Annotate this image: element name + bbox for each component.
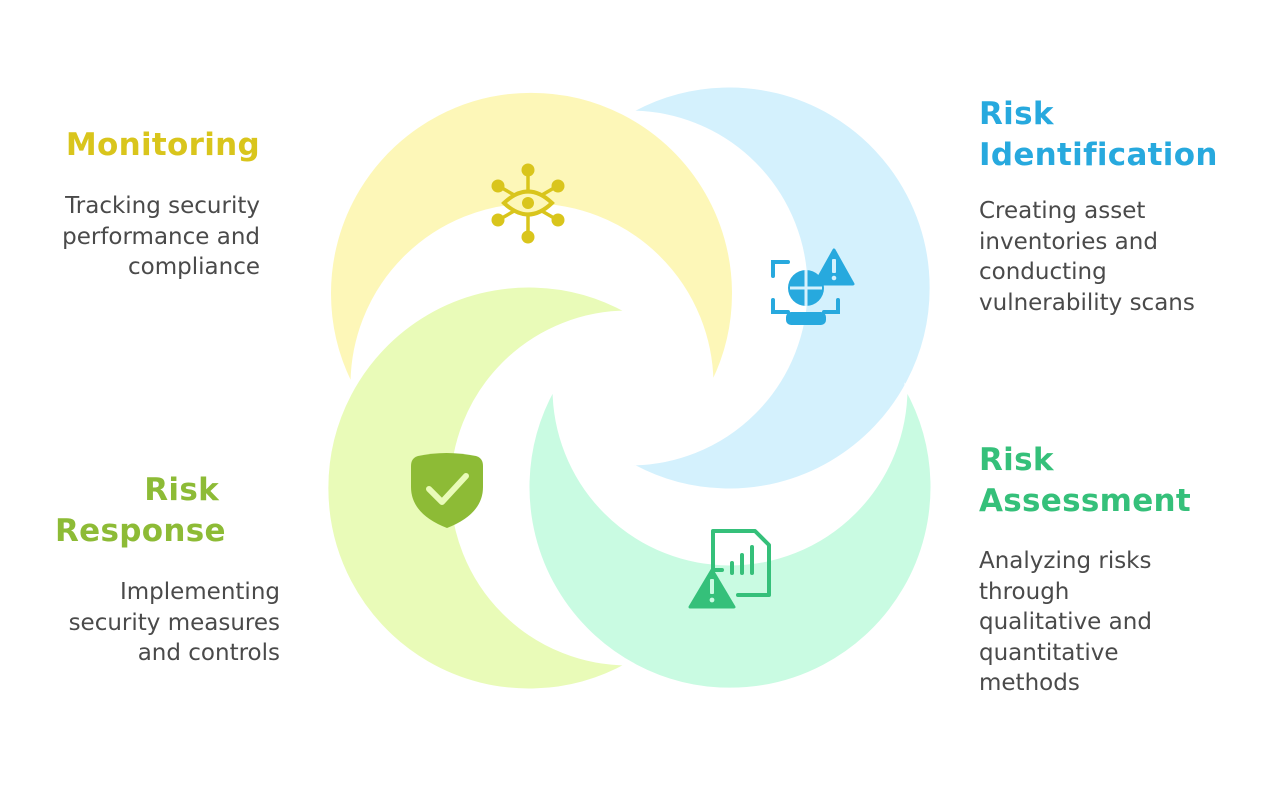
identification-block: Risk Identification: [979, 94, 1218, 176]
assessment-block: Risk Assessment: [979, 440, 1191, 522]
monitoring-block: Monitoring: [66, 125, 260, 166]
response-block: Risk: [144, 470, 219, 511]
eye-network-icon: [491, 163, 565, 244]
identification-title: Risk Identification: [979, 96, 1218, 173]
report-warning-icon: [688, 529, 771, 609]
assessment-title: Risk Assessment: [979, 442, 1192, 519]
monitoring-title: Monitoring: [65, 127, 260, 163]
monitoring-description: Tracking security performance and compli…: [62, 193, 260, 280]
monitor-warning-icon: [771, 248, 855, 325]
identification-description: Creating asset inventories and conductin…: [979, 198, 1195, 316]
response-title-line-2: Response: [55, 513, 226, 549]
identification-ring-segment: [624, 84, 933, 492]
response-title: Risk: [144, 472, 219, 508]
assessment-description: Analyzing risks through qualitative and …: [979, 548, 1152, 696]
assessment-ring-segment: [526, 382, 934, 691]
response-ring-segment: [325, 284, 634, 692]
shield-check-icon: [411, 453, 483, 528]
response-description: Implementing security measures and contr…: [68, 579, 280, 666]
monitoring-ring-segment: [328, 89, 735, 387]
